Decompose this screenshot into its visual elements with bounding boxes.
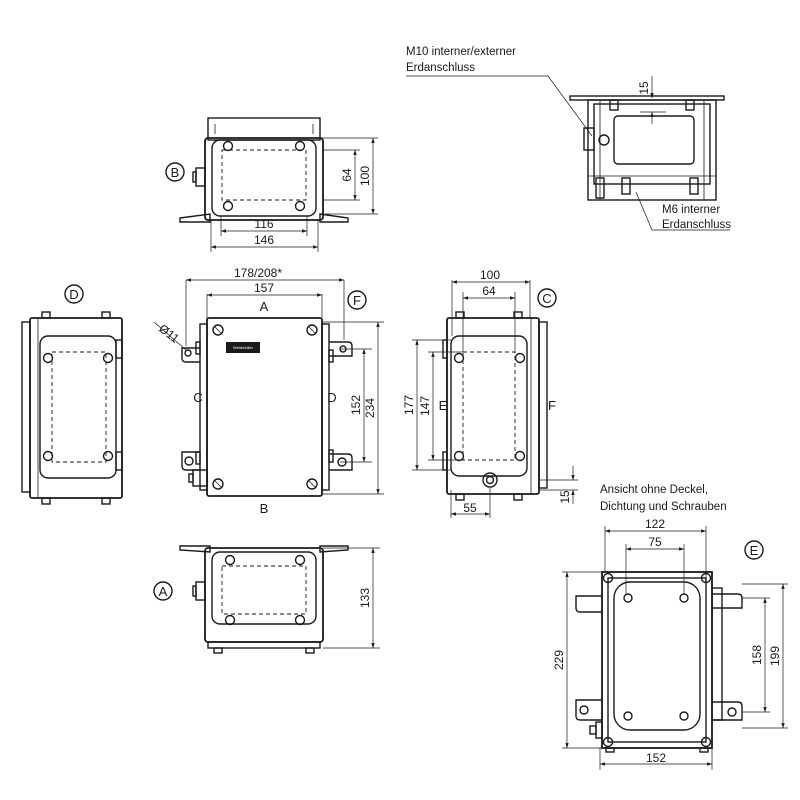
view-f-hole-dia: Ø11 bbox=[156, 321, 182, 346]
view-b-label: B bbox=[171, 165, 180, 180]
view-f-height-outer: 234 bbox=[363, 398, 377, 418]
view-e-width-top: 122 bbox=[645, 517, 665, 531]
view-f-width-body: 157 bbox=[254, 281, 274, 295]
view-c-offset-bottom: 55 bbox=[463, 501, 477, 515]
view-f-side-top: A bbox=[260, 299, 269, 314]
view-c-width-inner: 64 bbox=[482, 284, 496, 298]
view-e: Ansicht ohne Deckel, Dichtung und Schrau… bbox=[552, 484, 788, 770]
note-m10-ground-line1: M10 interner/externer bbox=[406, 46, 516, 58]
view-e-label: E bbox=[750, 543, 759, 558]
view-e-height-right-inner: 158 bbox=[750, 645, 764, 665]
view-b-width-inner: 116 bbox=[254, 217, 273, 231]
view-c-side-left: E bbox=[439, 398, 448, 413]
view-c-height-outer: 177 bbox=[402, 395, 416, 415]
note-m6-ground-line2: Erdanschluss bbox=[662, 219, 731, 231]
view-b-height-inner: 64 bbox=[340, 168, 354, 182]
view-f-label: F bbox=[353, 293, 361, 308]
brand-plate-text: Weidmüller bbox=[233, 345, 254, 350]
view-f-side-bottom: B bbox=[260, 501, 269, 516]
view-c-width-outer: 100 bbox=[480, 268, 500, 282]
view-f-width-overall: 178/208* bbox=[234, 266, 282, 280]
view-d: D bbox=[21, 284, 123, 505]
view-b-height-outer: 100 bbox=[358, 166, 372, 186]
view-f-side-right: D bbox=[327, 390, 336, 405]
view-f-height-inner: 152 bbox=[349, 395, 363, 415]
view-c-label: C bbox=[542, 291, 551, 306]
view-c-side-right: F bbox=[548, 398, 556, 413]
detail-ground-view: 15 M10 interner/externer Erdanschluss M6… bbox=[406, 46, 731, 231]
view-e-width-inner: 75 bbox=[648, 535, 662, 549]
view-f: Weidmüller A B C D 178/208* 157 Ø11 bbox=[153, 266, 384, 516]
note-view-e-line2: Dichtung und Schrauben bbox=[600, 501, 727, 513]
view-e-height-outer: 229 bbox=[552, 650, 566, 670]
view-a-height: 133 bbox=[358, 588, 372, 608]
view-e-width-bottom: 152 bbox=[646, 751, 666, 765]
note-m6-ground-line1: M6 interner bbox=[662, 204, 720, 216]
view-d-label: D bbox=[69, 287, 78, 302]
brand-plate bbox=[226, 342, 260, 353]
view-b: 116 146 64 100 B bbox=[165, 117, 378, 252]
note-m10-ground-line2: Erdanschluss bbox=[406, 62, 475, 74]
view-b-width-outer: 146 bbox=[254, 233, 274, 247]
view-c-offset-side: 15 bbox=[558, 490, 572, 504]
note-view-e-line1: Ansicht ohne Deckel, bbox=[600, 484, 708, 496]
view-c-height-inner: 147 bbox=[418, 396, 432, 416]
view-a-label: A bbox=[159, 584, 168, 599]
detail-offset: 15 bbox=[637, 81, 651, 95]
view-e-height-right-outer: 199 bbox=[768, 646, 782, 666]
view-f-side-left: C bbox=[193, 390, 202, 405]
view-c: E F 100 64 177 147 55 15 C bbox=[402, 268, 578, 518]
view-a: 133 A bbox=[153, 545, 380, 654]
